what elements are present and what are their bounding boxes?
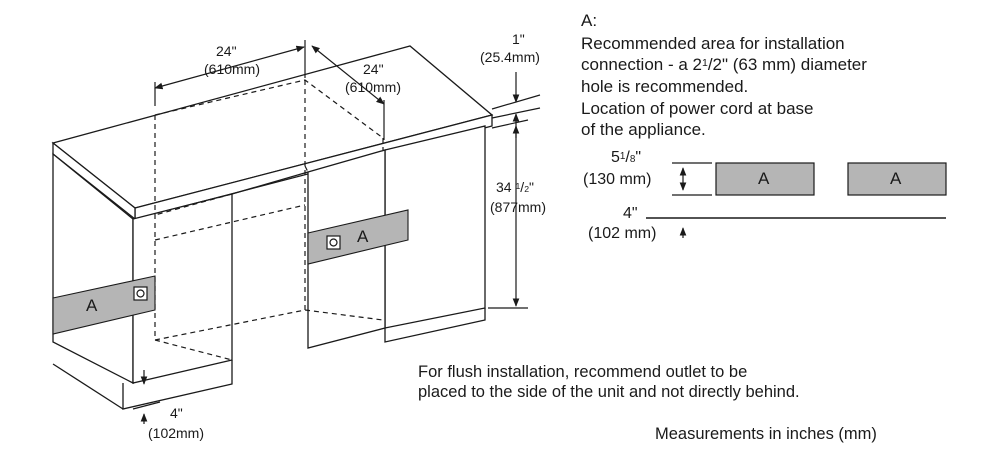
detail-height-mm: (130 mm) <box>583 171 652 188</box>
dim-depth <box>311 45 385 140</box>
legend-line-2: connection - a 21/2" (63 mm) diameter <box>581 55 867 74</box>
height-mm-label: (877mm) <box>490 199 547 215</box>
legend-title: A: <box>581 11 598 30</box>
bottom-inch-label: 4" <box>170 405 183 421</box>
flush-note-line-1: For flush installation, recommend outlet… <box>418 363 748 381</box>
legend-line-5: of the appliance. <box>581 120 706 139</box>
left-toe-kick <box>122 360 233 410</box>
hidden-lines <box>154 79 384 361</box>
top-inch-label: 1" <box>512 31 525 47</box>
flush-note-line-2: placed to the side of the unit and not d… <box>418 383 800 401</box>
zone-a-left-label: A <box>86 296 98 315</box>
depth-mm-label: (610mm) <box>345 79 402 95</box>
detail-base-mm: (102 mm) <box>588 225 657 242</box>
zone-a-left <box>52 275 156 335</box>
dim-bottom <box>132 370 161 424</box>
detail-zone-a-2-label: A <box>890 169 902 188</box>
depth-inch-label: 24" <box>363 61 384 77</box>
detail-base-inch: 4" <box>623 205 638 222</box>
right-toe-kick <box>384 308 486 343</box>
detail-zone-a-1 <box>715 162 815 196</box>
detail-diagram <box>646 162 947 238</box>
units-note: Measurements in inches (mm) <box>655 425 877 443</box>
legend-line-4: Location of power cord at base <box>581 99 814 118</box>
dim-height <box>488 119 529 309</box>
zone-a-right <box>307 209 409 265</box>
cabinet-drawing <box>51 45 494 410</box>
dim-width <box>154 40 306 106</box>
width-inch-label: 24" <box>216 43 237 59</box>
detail-zone-a-1-label: A <box>758 169 770 188</box>
detail-height-inch: 51/8" <box>611 149 642 166</box>
outlet-icon <box>133 235 341 301</box>
width-mm-label: (610mm) <box>204 61 261 77</box>
legend-line-3: hole is recommended. <box>581 77 749 96</box>
height-inch-label: 34 1/2" <box>496 179 534 195</box>
top-mm-label: (25.4mm) <box>480 49 540 65</box>
legend-line-1: Recommended area for installation <box>581 34 845 53</box>
zone-a-right-label: A <box>357 227 369 246</box>
bottom-mm-label: (102mm) <box>148 425 205 441</box>
detail-zone-a-2 <box>847 162 947 196</box>
